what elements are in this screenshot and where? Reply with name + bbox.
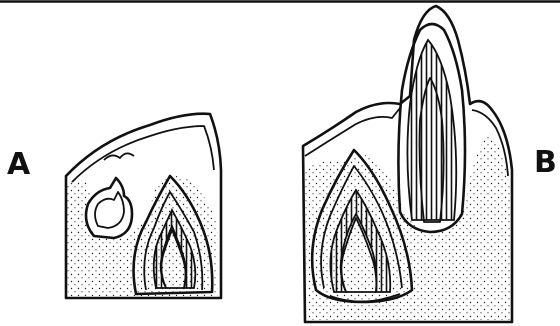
panel-a-diagram [66, 114, 221, 298]
panel-b-erupting-dentin [407, 40, 456, 220]
panel-a-small-germ-outer [86, 178, 132, 238]
panel-a-small-germ-inner [95, 192, 124, 228]
panel-b-diagram [303, 6, 512, 322]
panel-b-label: B [534, 148, 557, 178]
panel-a-label: A [7, 150, 30, 180]
panel-a-gingiva-line [72, 126, 214, 182]
